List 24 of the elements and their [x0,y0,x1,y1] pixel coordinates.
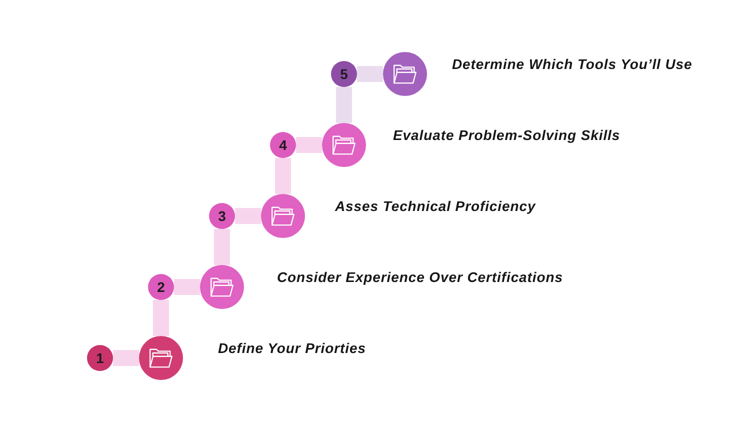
step-circle [139,336,183,380]
step-circle [383,52,427,96]
connector-bar [336,87,352,123]
connector-bar [357,66,383,82]
step-circle [322,123,366,167]
connector-bar [113,350,139,366]
connector-bar [174,279,200,295]
step-number: 1 [87,345,113,371]
step-title: Determine Which Tools You’ll Use [452,55,692,73]
connector-bar [275,158,291,194]
step-title: Consider Experience Over Certifications [277,268,563,286]
step-number: 3 [209,203,235,229]
connector-bar [235,208,261,224]
step-title: Evaluate Problem-Solving Skills [393,126,620,144]
step-number: 4 [270,132,296,158]
connector-bar [296,137,322,153]
step-number: 2 [148,274,174,300]
connector-bar [214,229,230,265]
step-title: Asses Technical Proficiency [335,197,536,215]
connector-bar [153,300,169,336]
step-title: Define Your Priorties [218,339,366,357]
step-number: 5 [331,61,357,87]
step-circle [261,194,305,238]
step-circle [200,265,244,309]
